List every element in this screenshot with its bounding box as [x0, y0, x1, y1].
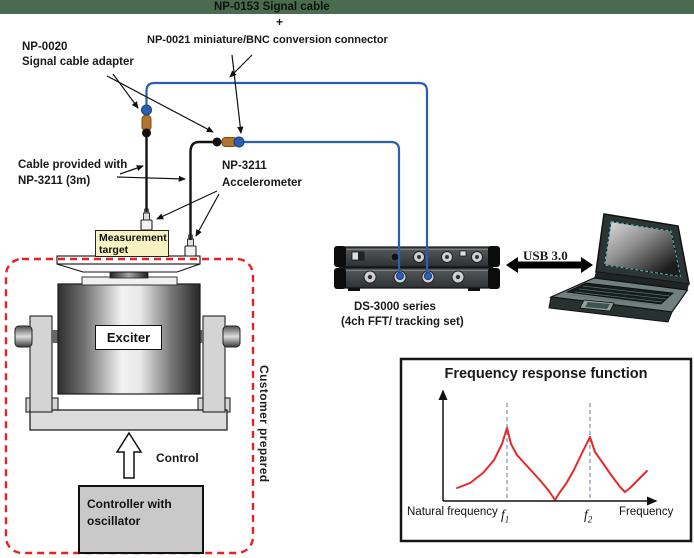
controller-box: Controller with oscillator	[78, 485, 204, 554]
miniature-plug-1	[142, 128, 151, 138]
customer-prepared-label: Customer prepared	[257, 365, 271, 483]
signal-cable-blue-a	[145, 81, 429, 274]
frf-f1-label: f1	[501, 507, 510, 525]
frf-xaxis-label: Frequency	[619, 506, 674, 518]
measurement-target-box: Measurement target	[95, 230, 169, 257]
np0020-line2: Signal cable adapter	[22, 56, 134, 68]
callout-arrows	[106, 54, 253, 237]
bnc-plug-2	[423, 271, 433, 281]
ds3000-label-line2: (4ch FFT/ tracking set)	[341, 316, 464, 328]
frf-chart	[399, 357, 693, 543]
exciter-assembly	[14, 255, 241, 479]
frf-chart-title: Frequency response function	[444, 366, 648, 382]
miniature-plug-2	[212, 137, 222, 147]
input-connector	[390, 252, 400, 262]
trunnion-pin-right	[222, 325, 241, 348]
frf-curve	[456, 427, 648, 501]
laptop	[548, 213, 690, 323]
frf-natural-frequency-label: Natural frequency	[407, 506, 498, 518]
np3211-label: NP-3211 Accelerometer	[222, 160, 302, 189]
usb-arrow	[506, 257, 593, 273]
control-label: Control	[156, 451, 199, 465]
np0021-connector-1	[141, 104, 152, 116]
np0020-line1: NP-0020	[22, 41, 68, 53]
exciter-base	[29, 409, 228, 431]
frf-f2-label: f2	[583, 507, 593, 525]
frf-chart-frame	[399, 357, 693, 543]
bnc-plug-1	[395, 271, 405, 281]
np0020-adapter-1	[141, 115, 152, 131]
trunnion-post-left	[29, 315, 53, 413]
cable-provided-label: Cable provided with NP-3211 (3m)	[18, 159, 128, 187]
plus-label: +	[276, 15, 284, 29]
ds3000-label-line1: DS-3000 series	[354, 301, 436, 313]
banner-label: NP-0153 Signal cable	[214, 1, 330, 13]
accelerometer-1	[140, 208, 153, 231]
usb-label: USB 3.0	[523, 248, 568, 263]
ds3000-device	[334, 246, 500, 291]
np0021-label: NP-0021 miniature/BNC conversion connect…	[147, 34, 388, 46]
frf-axes	[438, 389, 658, 506]
bumper	[488, 268, 500, 289]
exciter-label: Exciter	[95, 325, 162, 350]
top-banner	[0, 0, 694, 14]
accelerometer-cable-2	[189, 140, 217, 240]
bumper	[334, 246, 346, 267]
shaker-table-trapezoid	[56, 263, 201, 273]
signal-cable-blue-b	[243, 140, 401, 274]
np0021-connector-2	[233, 136, 245, 148]
trunnion-pin-left	[14, 325, 33, 348]
bumper	[334, 268, 346, 289]
bnc-connectors-top	[413, 250, 483, 263]
np0020-label: NP-0020 Signal cable adapter	[22, 40, 134, 70]
bumper	[488, 246, 500, 267]
control-arrow	[115, 431, 143, 479]
trunnion-post-right	[202, 315, 226, 413]
